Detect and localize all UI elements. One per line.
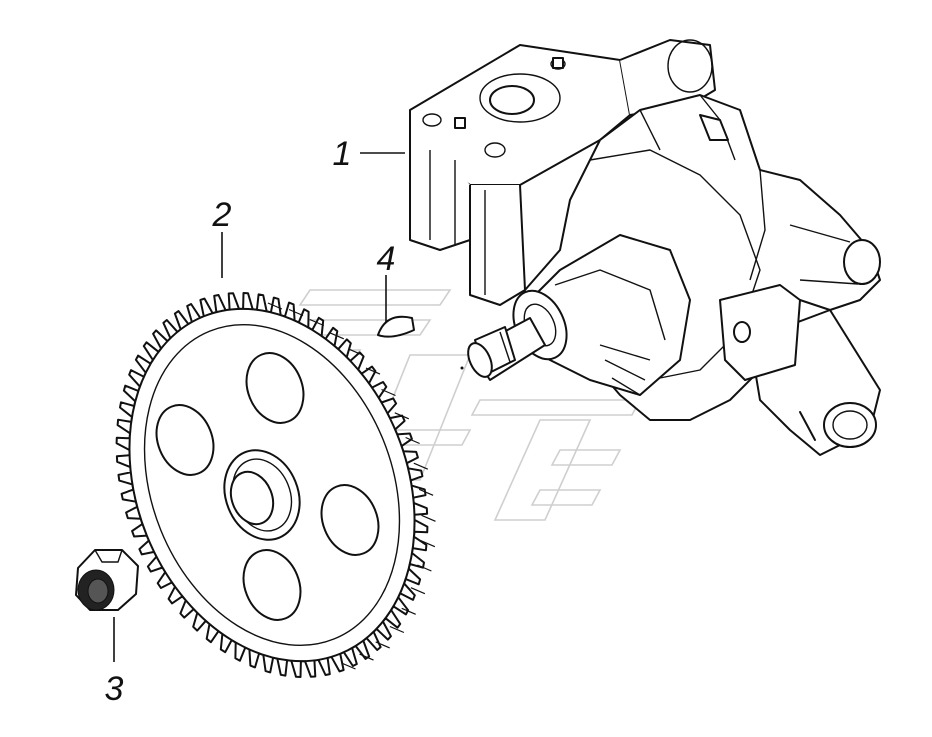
gear-tooth-depth [309,318,325,327]
gear-tooth-depth [389,625,405,634]
gear-tooth-depth [420,540,436,548]
gear-tooth-depth [329,332,345,340]
gear-tooth-depth [401,607,416,615]
gear-tooth-depth [348,348,363,356]
gear-tooth-depth [365,367,381,375]
gear-tooth-depth [418,488,434,496]
callout-2: 2 [212,196,232,234]
callout-1: 1 [333,135,352,173]
callout-3: 3 [105,670,124,708]
drive-gear [115,292,436,678]
gear-tooth-depth [394,412,410,420]
gear-tooth-depth [421,514,436,522]
gear-tooth-depth [341,662,356,670]
woodruff-key [377,315,415,338]
gear-tooth-depth [417,564,432,572]
callout-4: 4 [377,240,396,278]
nut [75,549,139,611]
gear-tooth-depth [359,653,374,661]
oil-pump-housing [409,39,881,456]
gear-tooth-depth [267,302,283,310]
gear-tooth-depth [405,436,420,445]
gear-tooth-depth [381,388,396,397]
gear-tooth-depth [413,462,429,470]
gear-tooth-depth [375,641,390,649]
gear-tooth-depth [288,308,304,317]
gear-tooth-depth [410,587,426,595]
